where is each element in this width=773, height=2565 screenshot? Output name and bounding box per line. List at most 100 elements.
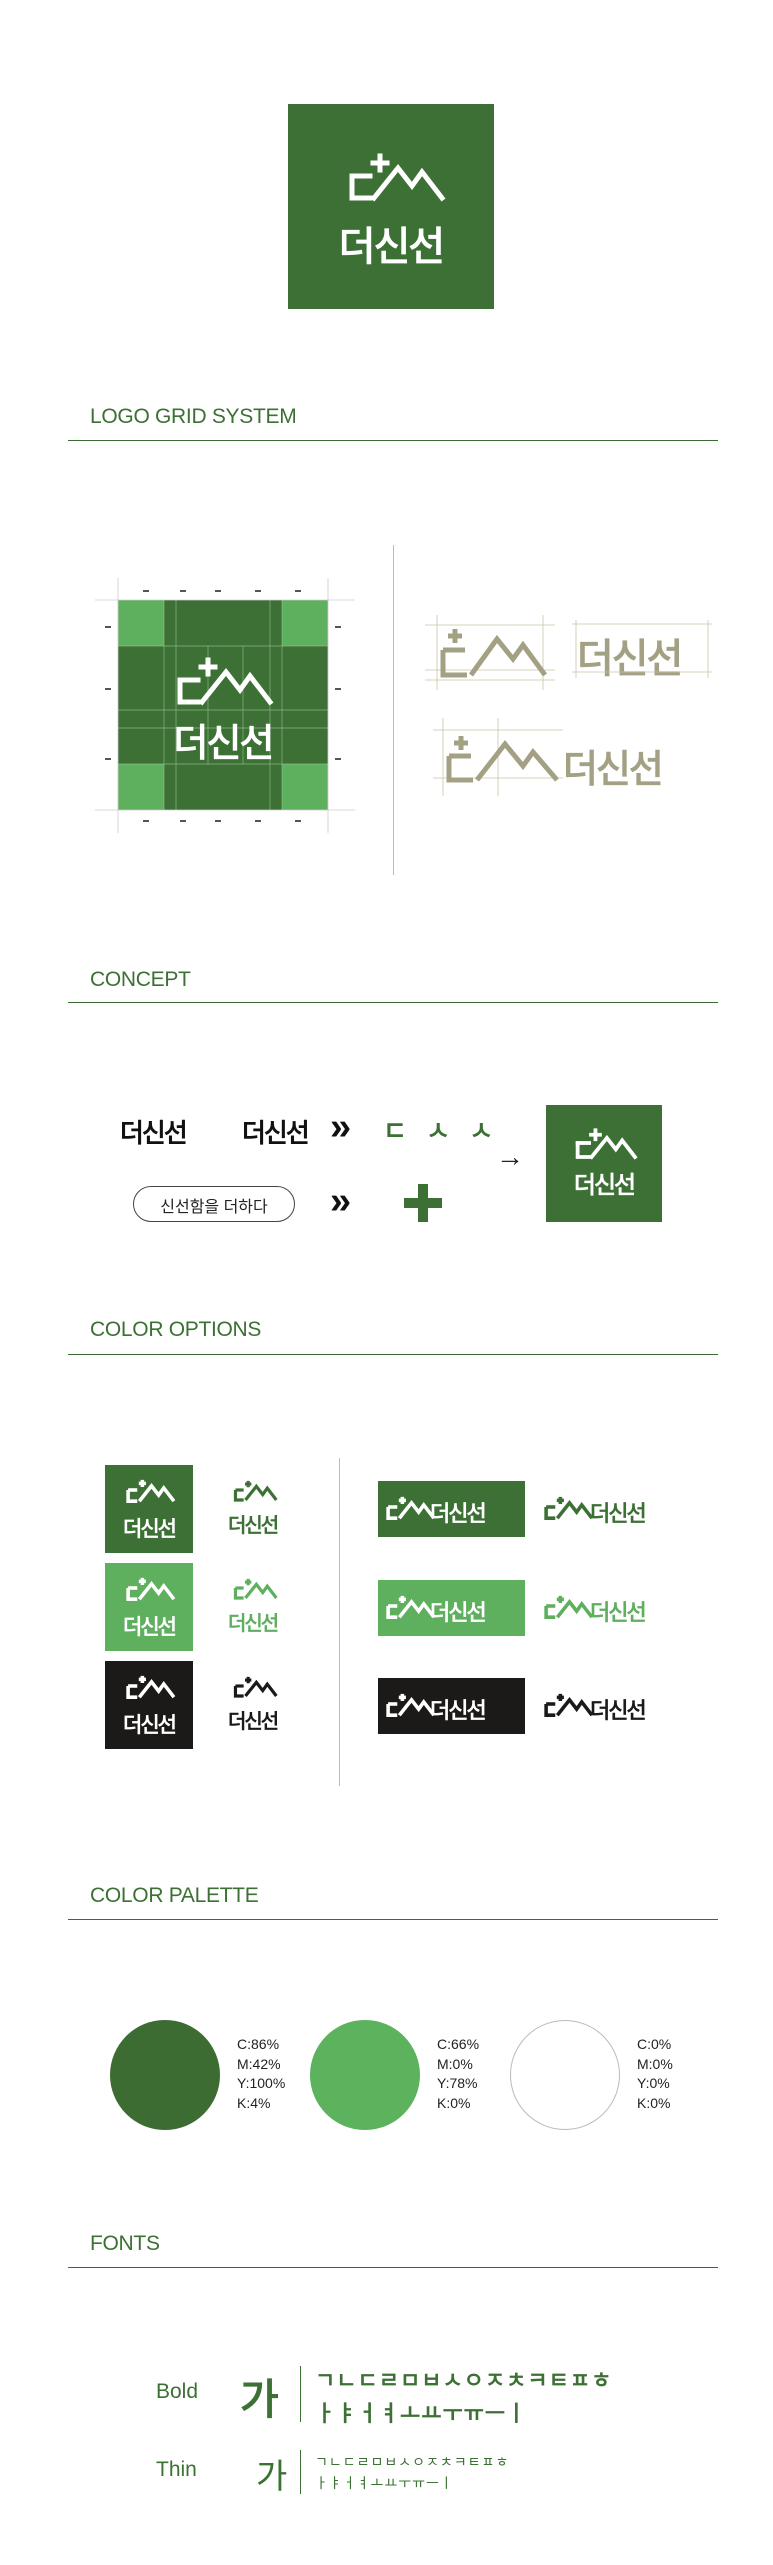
section-rule [68,1002,718,1003]
section-title-color-palette: COLOR PALETTE [90,1884,259,1907]
mountain-star-icon [575,1128,638,1160]
bar-wordmark: 더신선 [590,1502,647,1527]
font-bold-consonants: ㄱㄴㄷㄹㅁㅂㅅㅇㅈㅊㅋㅌㅍㅎ [315,2368,613,2393]
mountain-star-icon [126,1479,176,1503]
color-tile-light-green: 더신선 [105,1563,193,1651]
cmyk-white: C:0% M:0% Y:0% K:0% [637,2035,673,2113]
mountain-star-icon [233,1480,278,1502]
concept-tagline: 신선함을 더하다 [160,1199,268,1216]
concept-wordmark-black: 더신선 [120,1119,188,1149]
construction-mark-icon [425,615,555,690]
color-tile-black: 더신선 [105,1661,193,1749]
mountain-star-icon [233,1676,278,1698]
bar-wordmark: 더신선 [430,1699,487,1724]
outline-bar-light-green: 더신선 [540,1580,687,1636]
concept-tagline-pill [133,1186,295,1222]
mountain-star-icon [544,1595,594,1619]
cmyk-k: K:0% [637,2094,671,2111]
bar-wordmark: 더신선 [590,1699,647,1724]
chevron-right-icon: » [330,1180,352,1222]
mountain-star-icon [349,153,446,202]
cmyk-m: M:42% [237,2055,281,2072]
grid-corner [282,764,328,810]
font-bold-label: Bold [156,2380,199,2403]
tile-wordmark: 더신선 [123,1517,177,1541]
construction-wordmark-guides [572,620,712,678]
cmyk-y: Y:100% [237,2075,286,2091]
mountain-star-icon [386,1496,436,1520]
chevron-right-icon: » [330,1106,352,1148]
tile-wordmark: 더신선 [123,1713,177,1737]
vertical-divider [339,1458,340,1786]
cmyk-y: Y:78% [437,2075,478,2091]
cmyk-c: C:86% [237,2036,280,2052]
vertical-divider [393,545,394,875]
grid-logo-diagram: 더신선 [118,600,328,810]
concept-result-wordmark: 더신선 [573,1171,636,1199]
grid-corner [118,764,164,810]
cmyk-dark-green: C:86% M:42% Y:100% K:4% [237,2035,285,2113]
grid-corner [118,600,164,646]
construction-horizontal-wordmark: 더신선 [563,747,664,791]
outline-tile-black: 더신선 [220,1661,308,1749]
concept-result-logo: 더신선 [546,1105,662,1222]
mountain-star-icon [544,1496,594,1520]
font-thin-divider [300,2450,301,2494]
color-bar-black: 더신선 [378,1678,525,1734]
section-title-color-options: COLOR OPTIONS [90,1318,262,1341]
cmyk-m: M:0% [437,2055,473,2072]
grid-corner [282,600,328,646]
mountain-star-icon [177,657,274,706]
cmyk-y: Y:0% [637,2075,670,2091]
construction-horizontal-mark-icon [433,718,563,796]
outline-bar-dark-green: 더신선 [540,1481,687,1537]
tile-wordmark: 더신선 [228,1513,279,1537]
cmyk-m: M:0% [637,2055,673,2072]
bar-wordmark: 더신선 [430,1502,487,1527]
cmyk-light-green: C:66% M:0% Y:78% K:0% [437,2035,479,2113]
mountain-star-icon [386,1595,436,1619]
grid-frame-guides [95,578,355,833]
section-title-logo-grid: LOGO GRID SYSTEM [90,405,297,428]
main-logo-wordmark: 더신선 [338,224,445,270]
section-rule [68,1919,718,1920]
color-tile-dark-green: 더신선 [105,1465,193,1553]
font-thin-vowels: ㅏㅑㅓㅕㅗㅛㅜㅠㅡㅣ [315,2475,454,2491]
construction-wordmark: 더신선 [577,636,683,682]
section-rule [68,1354,718,1355]
arrow-right-icon: → [496,1141,524,1172]
grid-logo-wordmark: 더신선 [173,721,275,765]
concept-consonants: ㄷ ㅅ ㅅ [383,1116,500,1146]
cmyk-c: C:66% [437,2036,480,2052]
mountain-star-icon [386,1693,436,1717]
tile-wordmark: 더신선 [228,1611,279,1635]
font-thin-label: Thin [156,2458,197,2481]
section-title-concept: CONCEPT [90,968,191,991]
color-bar-light-green: 더신선 [378,1580,525,1636]
color-bar-dark-green: 더신선 [378,1481,525,1537]
font-thin-consonants: ㄱㄴㄷㄹㅁㅂㅅㅇㅈㅊㅋㅌㅍㅎ [315,2454,510,2470]
outline-tile-light-green: 더신선 [220,1563,308,1651]
outline-bar-black: 더신선 [540,1678,687,1734]
cmyk-k: K:0% [437,2094,471,2111]
section-rule [68,2267,718,2268]
swatch-light-green [310,2020,420,2130]
font-bold-divider [300,2366,301,2422]
swatch-dark-green [110,2020,220,2130]
font-bold-sample-char: 가 [240,2376,279,2423]
mountain-star-icon [126,1675,176,1699]
mountain-star-icon [233,1578,278,1600]
tile-wordmark: 더신선 [228,1709,279,1733]
bar-wordmark: 더신선 [430,1601,487,1626]
cmyk-k: K:4% [237,2094,271,2111]
concept-wordmark-split: 더신선 [242,1119,310,1149]
main-logo: 더신선 [288,104,494,309]
outline-tile-dark-green: 더신선 [220,1465,308,1553]
cmyk-c: C:0% [637,2036,672,2052]
mountain-star-icon [544,1693,594,1717]
section-rule [68,440,718,441]
font-thin-sample-char: 가 [256,2458,288,2496]
swatch-white [510,2020,620,2130]
section-title-fonts: FONTS [90,2232,160,2255]
font-bold-vowels: ㅏㅑㅓㅕㅗㅛㅜㅠㅡㅣ [315,2401,528,2426]
